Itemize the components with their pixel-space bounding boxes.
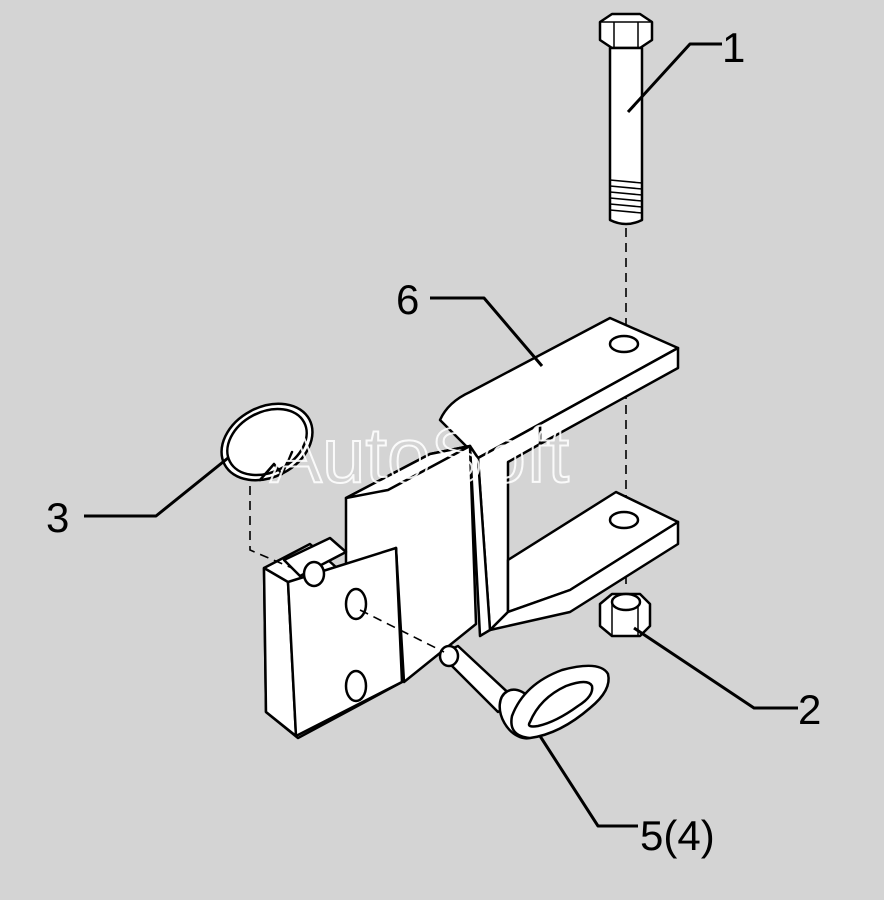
clevis-pin [438,644,610,740]
plate-hole-upper [344,587,368,621]
u-bracket [438,316,680,638]
callout-3: 3 [46,494,69,541]
watermark-text: AutoSoft [270,411,570,499]
upper-arm-hole [608,334,640,354]
bolt-threads [609,179,643,214]
leader-3 [84,456,229,518]
retaining-ring [220,402,314,482]
leader-6 [430,296,544,367]
hex-nut [598,592,652,638]
leader-1 [626,42,722,114]
ring-axis [249,486,293,569]
callout-6: 6 [396,276,419,323]
bolt [598,12,654,226]
plate-hole-lower [344,669,368,703]
leader-5-4 [538,735,638,828]
leader-2 [633,626,798,710]
pin-axis [359,609,445,653]
pivot-plate [262,444,478,740]
callout-1: 1 [722,24,745,71]
callout-2: 2 [798,686,821,733]
lower-arm-hole [608,510,640,530]
callout-5-4: 5(4) [640,812,715,859]
plate-top-hole [302,560,326,588]
